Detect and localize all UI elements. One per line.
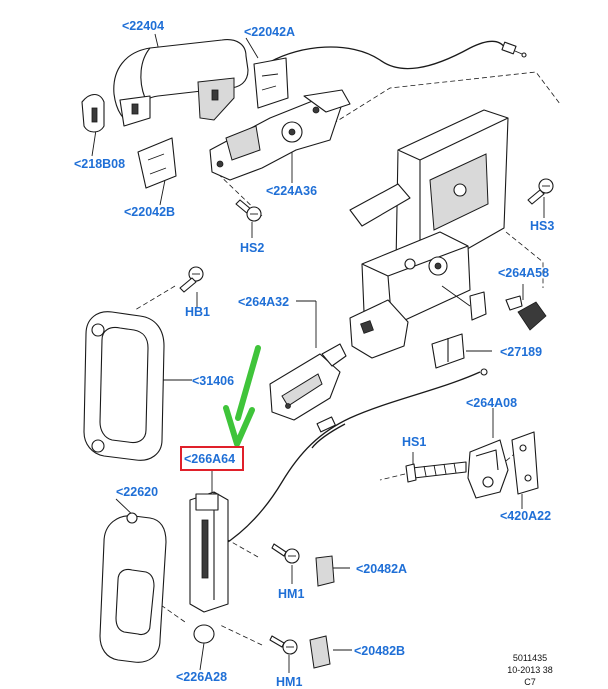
cap-226A28 xyxy=(193,624,215,644)
gasket-22042A xyxy=(253,57,289,109)
label-264A58: <264A58 xyxy=(498,266,549,280)
label-420A22: <420A22 xyxy=(500,509,551,523)
pointer-arrow xyxy=(223,345,261,447)
bezel-218B08 xyxy=(81,93,105,133)
screw-HM1-lower xyxy=(269,635,298,655)
gasket-420A22 xyxy=(511,431,539,495)
label-HM1-lower: HM1 xyxy=(276,675,302,689)
label-HS3: HS3 xyxy=(530,219,554,233)
screw-HM1-upper xyxy=(271,543,300,564)
label-226A28: <226A28 xyxy=(176,670,227,684)
label-218B08: <218B08 xyxy=(74,157,125,171)
cap-20482A xyxy=(315,555,335,587)
cap-20482B xyxy=(309,635,331,669)
screw-HS3 xyxy=(527,178,554,205)
lower-cable xyxy=(221,368,488,547)
label-22620: <22620 xyxy=(116,485,158,499)
label-20482B: <20482B xyxy=(354,644,405,658)
label-20482A: <20482A xyxy=(356,562,407,576)
label-HS2: HS2 xyxy=(240,241,264,255)
door-latch-assembly xyxy=(349,109,509,359)
outer-door-handle-22404 xyxy=(113,39,249,127)
label-22042A: <22042A xyxy=(244,25,295,39)
reference-date: 10-2013 38 xyxy=(507,665,553,675)
label-264A32: <264A32 xyxy=(238,295,289,309)
bracket-264A08 xyxy=(467,439,509,499)
label-HM1-upper: HM1 xyxy=(278,587,304,601)
inner-handle-31406 xyxy=(83,311,165,461)
bolt-HB1 xyxy=(179,266,204,293)
bolt-HS1 xyxy=(405,461,467,483)
gasket-22042B xyxy=(137,137,177,189)
actuator-264A32 xyxy=(269,343,347,421)
label-HS1: HS1 xyxy=(402,435,426,449)
label-22042B: <22042B xyxy=(124,205,175,219)
screw-HS2 xyxy=(235,199,262,222)
label-27189: <27189 xyxy=(500,345,542,359)
reference-number: 5011435 xyxy=(513,653,547,663)
label-31406: <31406 xyxy=(192,374,234,388)
leader-lines xyxy=(91,33,545,673)
clip-27189 xyxy=(431,333,465,369)
reference-code: C7 xyxy=(524,677,536,687)
highlight-box xyxy=(180,446,244,471)
diagram-reference: 5011435 10-2013 38 C7 xyxy=(507,653,553,687)
upper-cable xyxy=(269,40,527,70)
knob-264A58 xyxy=(505,295,547,331)
part-266A64 xyxy=(189,491,229,613)
part-labels: <22404 <22042A <218B08 <22042B <224A36 H… xyxy=(74,19,554,689)
label-224A36: <224A36 xyxy=(266,184,317,198)
handle-mechanism-224A36 xyxy=(209,89,351,181)
label-266A64: <266A64 xyxy=(184,452,235,466)
handle-22620 xyxy=(99,512,167,663)
label-22404: <22404 xyxy=(122,19,164,33)
label-264A08: <264A08 xyxy=(466,396,517,410)
label-HB1: HB1 xyxy=(185,305,210,319)
